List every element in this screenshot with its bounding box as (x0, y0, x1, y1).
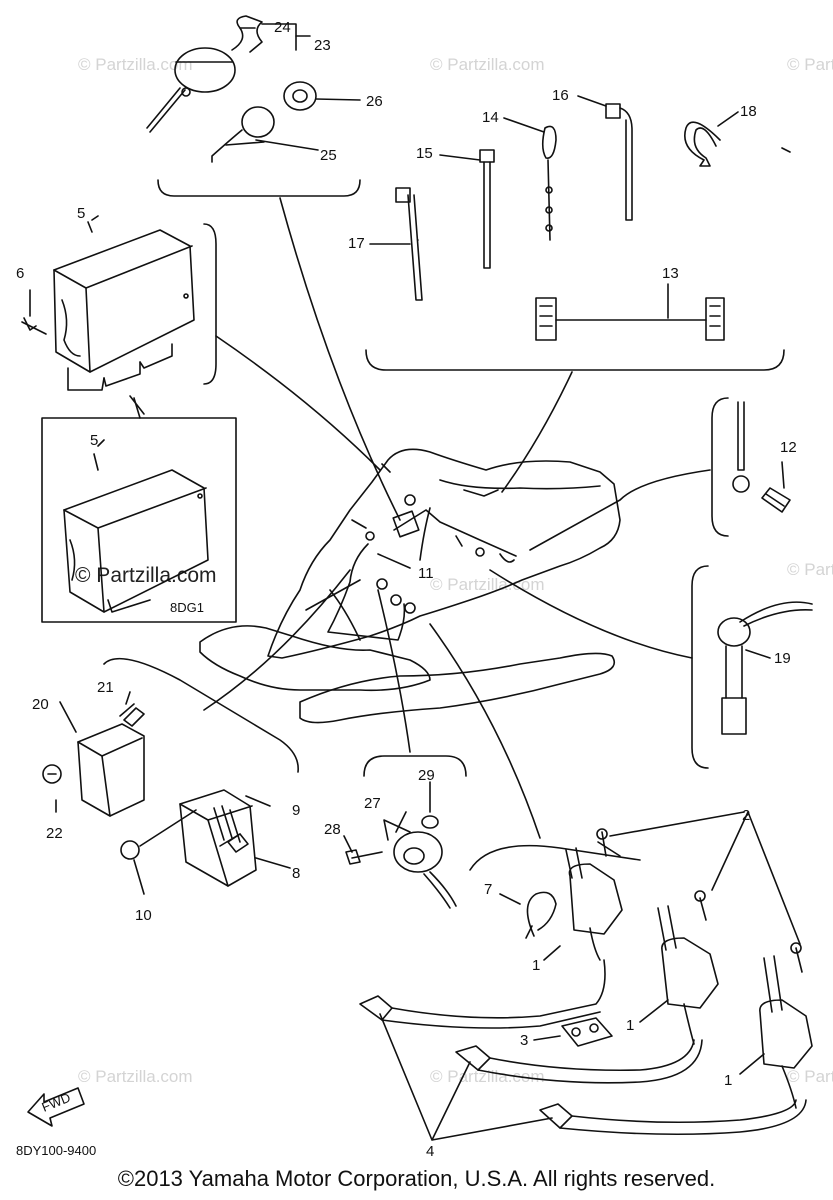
screw (694, 890, 706, 902)
group-bracket (365, 349, 785, 371)
callout-12: 12 (780, 439, 797, 456)
leader-line (379, 1013, 553, 1141)
screw (790, 942, 802, 954)
screw (596, 828, 608, 840)
plug-holder (571, 1027, 581, 1037)
callout-10: 10 (135, 907, 152, 924)
plug-holder (589, 1023, 599, 1033)
callout-22: 22 (46, 825, 63, 842)
callout-23: 23 (314, 37, 331, 54)
callout-28: 28 (324, 821, 341, 838)
plug-lead (477, 1039, 703, 1084)
temp-sensor (717, 601, 813, 735)
callout-15: 15 (416, 145, 433, 162)
leader-line (279, 197, 401, 521)
main-switch-assembly (146, 15, 361, 163)
ignition-coil (657, 905, 719, 1045)
callout-7: 7 (484, 881, 492, 898)
leader-line (139, 809, 197, 847)
ignition-coil (759, 955, 813, 1109)
callout-3: 3 (520, 1032, 528, 1049)
leader-line (429, 623, 541, 839)
ecu-unit (21, 221, 195, 391)
group-bracket (691, 565, 709, 769)
inset-pointer (129, 395, 145, 415)
callout-11: 11 (418, 565, 434, 582)
watermark: © Partzilla.com (78, 1067, 193, 1086)
diagram-code: 8DY100-9400 (16, 1143, 96, 1158)
watermark: © Partzilla.com (787, 1067, 833, 1086)
callout-14: 14 (482, 109, 499, 126)
group-bracket (711, 397, 729, 537)
ground-lead (732, 401, 791, 513)
inset-box (41, 417, 237, 623)
watermark-inset: © Partzilla.com (75, 564, 217, 587)
leader-line (489, 569, 693, 659)
callout-25: 25 (320, 147, 337, 164)
callout-26: 26 (366, 93, 383, 110)
group-bracket (469, 844, 641, 871)
callout-leader (29, 147, 791, 1075)
fwd-arrow-icon (27, 1087, 85, 1127)
callout-4: 4 (426, 1143, 434, 1160)
screw (795, 947, 803, 973)
plug-lead (489, 1039, 695, 1072)
callout-21: 21 (97, 679, 114, 696)
inset-code: 8DG1 (170, 600, 204, 615)
callout-5-inset: 5 (90, 432, 98, 449)
callout-1: 1 (626, 1017, 634, 1034)
callout-19: 19 (774, 650, 791, 667)
plug-holder (561, 1017, 613, 1047)
plug-lead (571, 1099, 797, 1124)
copyright-notice: ©2013 Yamaha Motor Corporation, U.S.A. A… (117, 1166, 716, 1191)
watermark: © Partzilla.com (787, 55, 833, 74)
ecu-unit-inset (63, 453, 209, 613)
callout-29: 29 (418, 767, 435, 784)
leader-line (203, 569, 351, 711)
group-bracket (203, 223, 217, 385)
callout-9: 9 (292, 802, 300, 819)
callout-6: 6 (16, 265, 24, 282)
leader-line (501, 371, 573, 493)
callout-16: 16 (552, 87, 569, 104)
callout-24: 24 (274, 19, 291, 36)
leader-line (609, 811, 801, 945)
callout-8: 8 (292, 865, 300, 882)
watermark: © Partzilla.com (787, 560, 833, 579)
callout-27: 27 (364, 795, 381, 812)
rectifier-unit (120, 789, 257, 887)
throttle-sensor (345, 815, 457, 909)
plug-lead (381, 1011, 601, 1029)
plug-lead (559, 1099, 807, 1136)
callout-20: 20 (32, 696, 49, 713)
plug-cap (359, 995, 393, 1021)
ignition-coil (565, 841, 623, 961)
callout-2: 2 (742, 807, 750, 824)
plug-cap (539, 1103, 573, 1129)
group-bracket (157, 179, 361, 197)
clip (526, 891, 557, 937)
callout-18: 18 (740, 103, 757, 120)
relay-unit (42, 703, 145, 817)
watermark: © Partzilla.com (78, 55, 193, 74)
group-bracket (363, 755, 467, 777)
callout-1: 1 (724, 1072, 732, 1089)
leader-line (529, 469, 711, 551)
screw (601, 831, 607, 857)
callout-1: 1 (532, 957, 540, 974)
watermark: © Partzilla.com (430, 575, 545, 594)
callout-17: 17 (348, 235, 365, 252)
group-bracket (103, 657, 299, 773)
clip (525, 925, 533, 939)
watermark: © Partzilla.com (430, 1067, 545, 1086)
clamp-group (369, 95, 739, 341)
callout-5: 5 (77, 205, 85, 222)
plug-lead (391, 959, 606, 1019)
snowmobile-body (199, 448, 621, 724)
leader-line (377, 589, 411, 753)
leader-line (215, 335, 381, 471)
callout-13: 13 (662, 265, 679, 282)
watermark: © Partzilla.com (430, 55, 545, 74)
